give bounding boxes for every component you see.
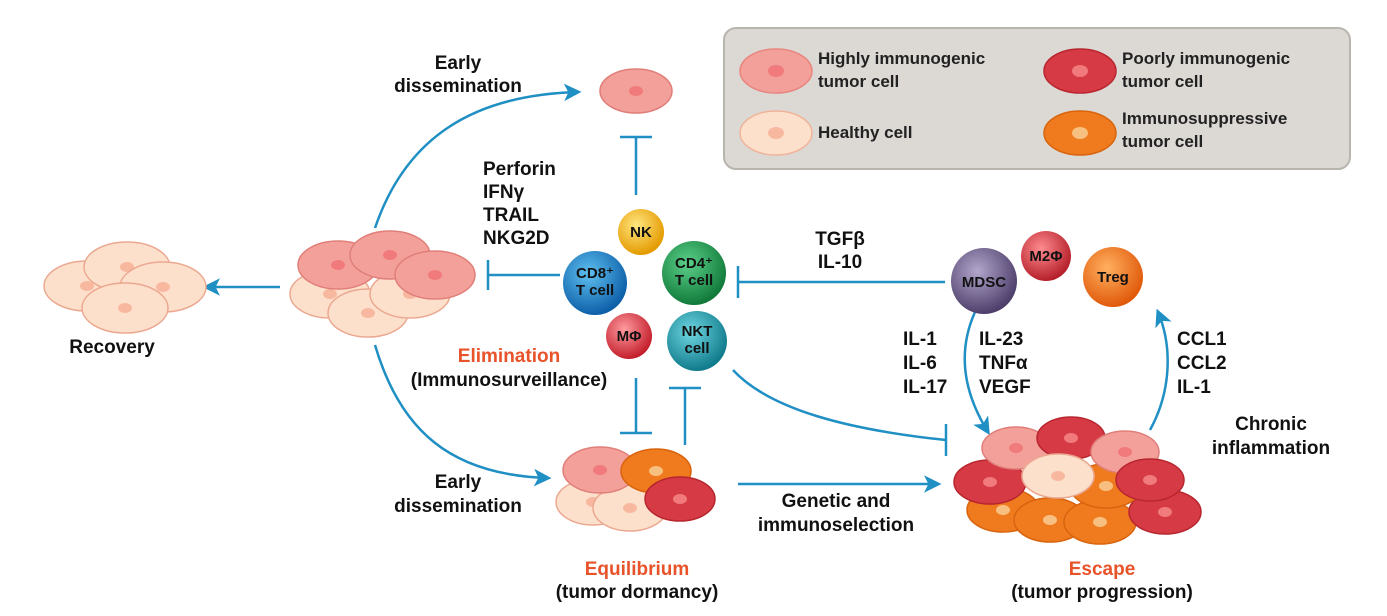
- connectors: [202, 83, 1172, 493]
- chronic-inflammation-label-2: inflammation: [1212, 438, 1330, 459]
- legend-box: [723, 27, 1351, 170]
- legend-label: Highly immunogenic: [818, 49, 985, 68]
- legend-label: tumor cell: [1122, 132, 1203, 151]
- elimination-title: Elimination: [458, 346, 560, 367]
- suppressor-tgfb: TGFβ: [815, 229, 865, 250]
- highly-immunogenic-cell: [981, 426, 1051, 470]
- early-dissemination-bottom-label: Early: [435, 472, 482, 493]
- legend-label: Poorly immunogenic: [1122, 49, 1290, 68]
- inhibit-nk-to-top-cell: [620, 135, 652, 195]
- inhibit-cd8-to-tumor: [486, 260, 560, 290]
- highly-immunogenic-cell: [394, 250, 476, 300]
- equilibrium-cell-cluster: [555, 446, 716, 532]
- nkt-label-2: cell: [684, 340, 709, 357]
- chemokine-ccl1: CCL1: [1177, 329, 1227, 350]
- chemokine-ccl2: CCL2: [1177, 353, 1227, 374]
- mdsc-cell: MDSC: [951, 248, 1017, 314]
- cytokine-tnfa: TNFα: [979, 353, 1028, 374]
- arrow-early-dissemination-top: [373, 83, 582, 229]
- mdsc-label: MDSC: [962, 274, 1006, 291]
- cd8-label: CD8⁺: [576, 265, 614, 282]
- inhibit-nkt-to-escape: [732, 369, 948, 456]
- genetic-label: Genetic and: [782, 491, 891, 512]
- cytokine-il1: IL-1: [903, 329, 937, 350]
- cd4-t-cell: CD4⁺ T cell: [662, 241, 726, 305]
- cytokine-vegf: VEGF: [979, 377, 1031, 398]
- legend-label: tumor cell: [818, 72, 899, 91]
- labels: Early dissemination Perforin IFNγ TRAIL …: [69, 53, 1330, 603]
- cytokine-il23: IL-23: [979, 329, 1023, 350]
- equilibrium-subtitle: (tumor dormancy): [556, 582, 719, 603]
- cd8-label-2: T cell: [576, 282, 614, 299]
- effector-nkg2d: NKG2D: [483, 228, 550, 249]
- inhibit-suppressors-to-cd4: [736, 266, 945, 298]
- treg-label: Treg: [1097, 269, 1129, 286]
- effector-ifng: IFNγ: [483, 182, 525, 203]
- cd4-label: CD4⁺: [675, 255, 713, 272]
- legend-label: Immunosuppressive: [1122, 109, 1287, 128]
- immune-cells-escape: MDSC M2Φ Treg: [951, 231, 1143, 314]
- escape-cell-cluster: [953, 416, 1202, 545]
- cd4-label-2: T cell: [675, 272, 713, 289]
- inhibit-mphi-to-equilibrium: [620, 378, 652, 435]
- early-dissemination-top-label-2: dissemination: [394, 76, 522, 97]
- treg-cell: Treg: [1083, 247, 1143, 307]
- legend: Highly immunogenic tumor cell Healthy ce…: [723, 27, 1351, 170]
- arrow-chemokines: [1148, 308, 1172, 431]
- arrow-cytokines: [963, 311, 990, 435]
- effector-perforin: Perforin: [483, 159, 556, 180]
- mphi-label: MΦ: [617, 328, 642, 345]
- chemokine-il1: IL-1: [1177, 377, 1211, 398]
- effector-trail: TRAIL: [483, 205, 539, 226]
- nkt-cell: NKT cell: [667, 311, 727, 371]
- nk-cell: NK: [618, 209, 664, 255]
- chronic-inflammation-label: Chronic: [1235, 414, 1307, 435]
- nkt-label: NKT: [682, 323, 713, 340]
- inhibit-equilibrium-to-nkt: [669, 386, 701, 445]
- genetic-label-2: immunoselection: [758, 515, 914, 536]
- immune-cells-elimination: NK CD8⁺ T cell CD4⁺ T cell MΦ NKT cell: [563, 209, 727, 371]
- equilibrium-title: Equilibrium: [585, 559, 690, 580]
- immunosuppressive-cell: [1063, 499, 1137, 545]
- cytokine-il17: IL-17: [903, 377, 947, 398]
- macrophage: MΦ: [606, 313, 652, 359]
- disseminated-cell-top: [599, 68, 673, 114]
- elimination-cell-cluster: [289, 230, 476, 338]
- legend-label: tumor cell: [1122, 72, 1203, 91]
- escape-title: Escape: [1069, 559, 1136, 580]
- suppressor-il10: IL-10: [818, 252, 862, 273]
- early-dissemination-bottom-label-2: dissemination: [394, 496, 522, 517]
- early-dissemination-top-label: Early: [435, 53, 482, 74]
- legend-item-healthy: Healthy cell: [739, 110, 913, 156]
- recovery-cell-cluster: [43, 241, 207, 334]
- recovery-label: Recovery: [69, 337, 155, 358]
- m2-macrophage: M2Φ: [1021, 231, 1071, 281]
- nk-label: NK: [630, 224, 652, 241]
- healthy-cell: [81, 282, 169, 334]
- legend-label: Healthy cell: [818, 123, 913, 142]
- arrow-early-dissemination-bottom: [373, 344, 552, 487]
- elimination-subtitle: (Immunosurveillance): [411, 370, 607, 391]
- poorly-immunogenic-cell: [1115, 458, 1185, 502]
- cd8-t-cell: CD8⁺ T cell: [563, 251, 627, 315]
- escape-subtitle: (tumor progression): [1011, 582, 1193, 603]
- poorly-immunogenic-cell: [644, 476, 716, 522]
- legend-item-poorly-immunogenic: Poorly immunogenic tumor cell: [1043, 48, 1290, 94]
- legend-item-immunosuppressive: Immunosuppressive tumor cell: [1043, 109, 1287, 156]
- m2phi-label: M2Φ: [1029, 248, 1062, 265]
- cytokine-il6: IL-6: [903, 353, 937, 374]
- healthy-cell: [1021, 453, 1095, 499]
- legend-item-highly-immunogenic: Highly immunogenic tumor cell: [739, 48, 985, 94]
